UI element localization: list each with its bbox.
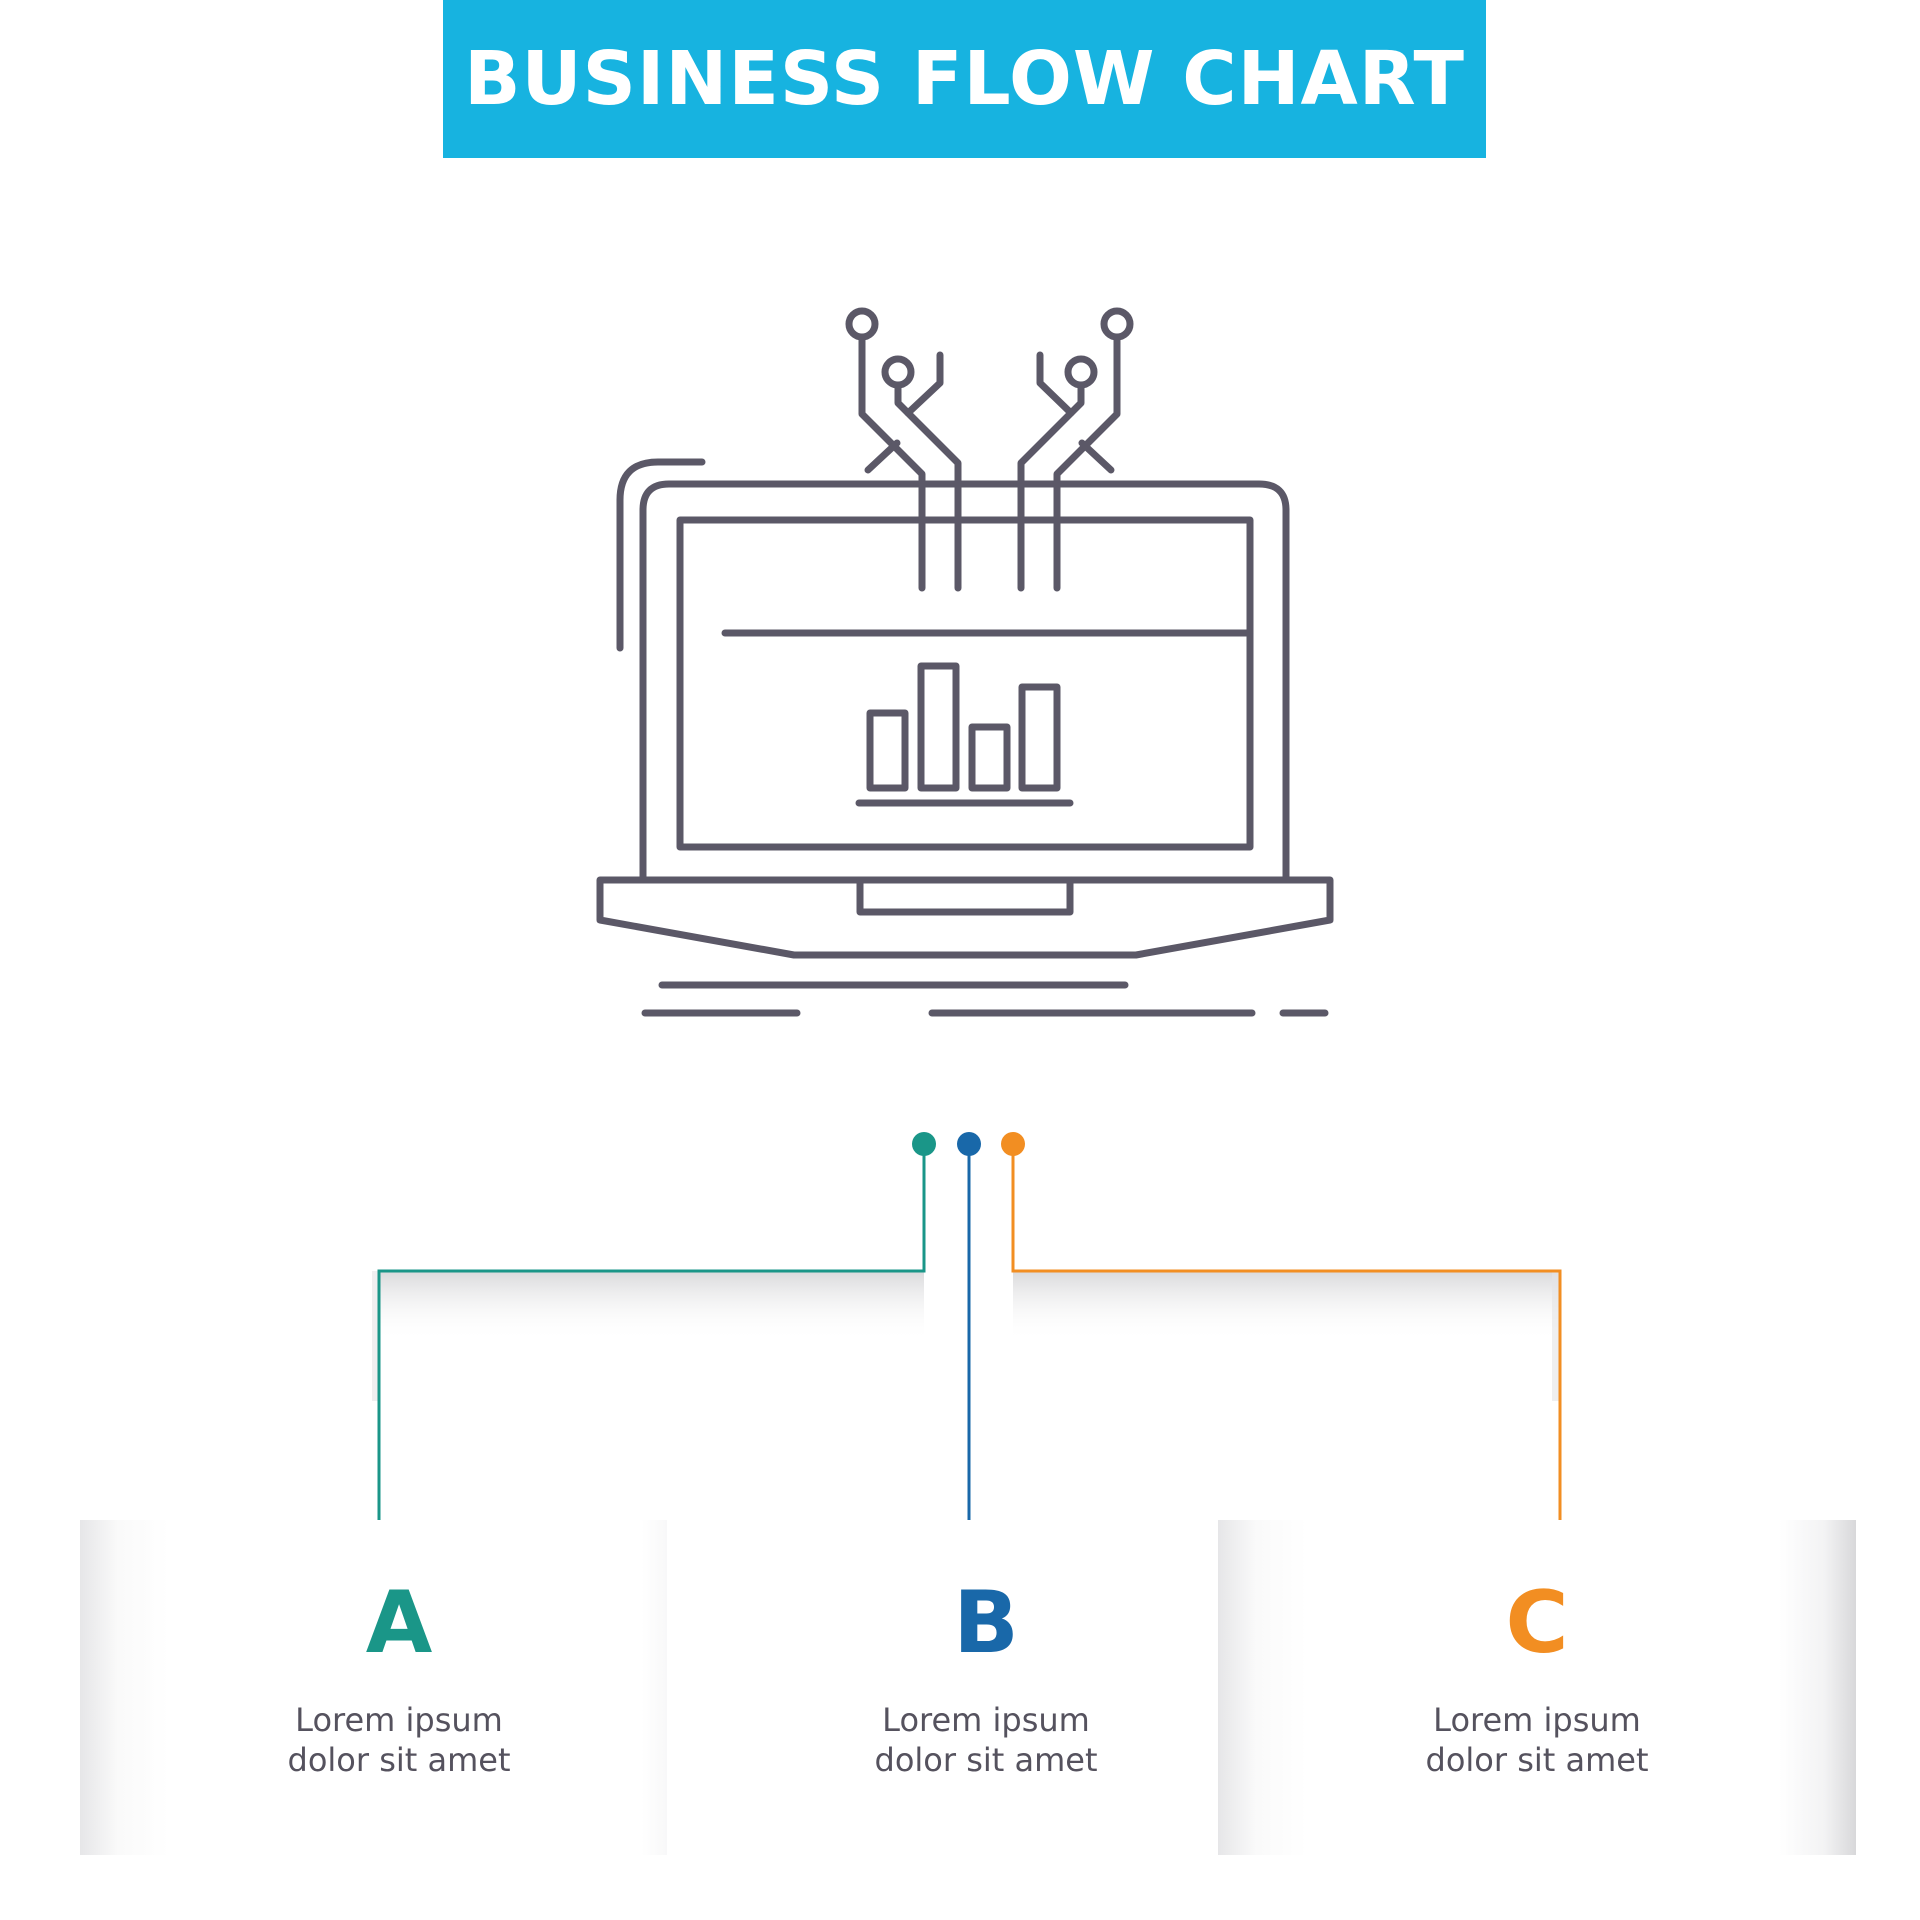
card-text-a-line2: dolor sit amet <box>287 1741 511 1779</box>
card-letter-a: A <box>365 1573 433 1673</box>
card-text-b-line1: Lorem ipsum <box>882 1701 1090 1739</box>
card-text-a: Lorem ipsum dolor sit amet <box>80 1700 718 1780</box>
card-text-a-line1: Lorem ipsum <box>295 1701 503 1739</box>
card-b: B Lorem ipsum dolor sit amet <box>667 1520 1305 1855</box>
card-letter-c: C <box>1505 1573 1569 1673</box>
connector-shadow-left-vertical <box>372 1271 380 1401</box>
connector-line-c <box>1011 1144 1562 1540</box>
card-a: A Lorem ipsum dolor sit amet <box>80 1520 718 1855</box>
connector-line-a <box>377 1144 926 1540</box>
page-title: BUSINESS FLOW CHART <box>464 36 1465 122</box>
connector-shadow-right <box>1013 1271 1560 1341</box>
card-text-c-line2: dolor sit amet <box>1425 1741 1649 1779</box>
card-c: C Lorem ipsum dolor sit amet <box>1218 1520 1856 1855</box>
card-text-c-line1: Lorem ipsum <box>1433 1701 1641 1739</box>
laptop-analytics-circuit-icon <box>596 307 1334 1017</box>
connector-shadow-right-vertical <box>1552 1271 1560 1401</box>
card-text-c: Lorem ipsum dolor sit amet <box>1218 1700 1856 1780</box>
card-text-b: Lorem ipsum dolor sit amet <box>667 1700 1305 1780</box>
header-bar: BUSINESS FLOW CHART <box>443 0 1486 158</box>
card-letter-b: B <box>953 1573 1019 1673</box>
card-text-b-line2: dolor sit amet <box>874 1741 1098 1779</box>
connector-shadow-left <box>379 1271 924 1341</box>
